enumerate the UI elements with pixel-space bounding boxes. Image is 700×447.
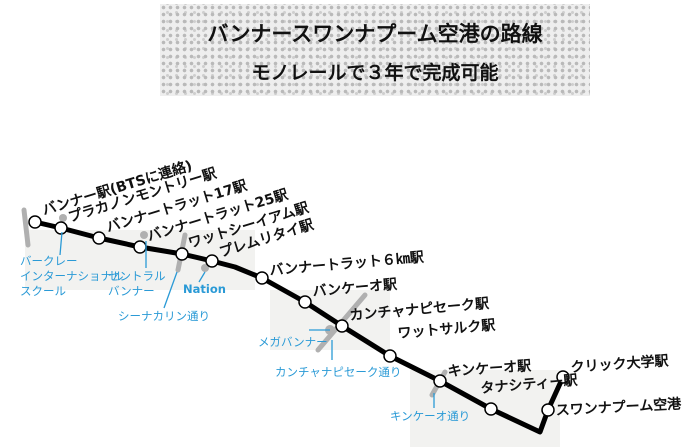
station-dot xyxy=(133,240,147,254)
landmark-berkeley: インターナショナル xyxy=(20,269,124,283)
station-label: スワンナプーム空港 xyxy=(555,395,682,419)
station-dot xyxy=(255,271,269,285)
station-dot xyxy=(54,221,68,235)
station-dot xyxy=(92,231,106,245)
monorail-line xyxy=(34,219,566,435)
station-label: クリック大学駅 xyxy=(570,352,670,376)
landmark-kingkaew-road: キンケーオ通り xyxy=(390,409,470,423)
station-label: バンナートラット６㎞駅 xyxy=(269,249,426,279)
station-dot xyxy=(556,370,570,384)
title-banner: バンナースワンナプーム空港の路線 モノレールで３年で完成可能 xyxy=(160,4,590,96)
station-label: キンケーオ駅 xyxy=(447,358,532,380)
landmark-central: セントラル xyxy=(108,269,166,283)
landmark-central: バンナー xyxy=(108,284,155,298)
landmark-leaders xyxy=(59,231,435,408)
landmark-mega-bangna: メガバンナー xyxy=(258,335,328,349)
landmark-kanchana-road: カンチャナピセーク通り xyxy=(275,365,401,379)
map-title: バンナースワンナプーム空港の路線 xyxy=(207,22,543,46)
station-dot xyxy=(484,402,498,416)
map-subtitle: モノレールで３年で完成可能 xyxy=(251,62,499,84)
station-label: ワットサルク駅 xyxy=(397,317,497,342)
station-dot xyxy=(335,319,349,333)
station-dot xyxy=(433,374,447,388)
station-dot xyxy=(28,215,42,229)
landmark-srinakarin-road: シーナカリン通り xyxy=(118,309,210,323)
landmark-berkeley: スクール xyxy=(20,284,66,298)
station-markers xyxy=(28,215,570,417)
landmark-labels: バークレー インターナショナル スクール セントラル バンナー Nation シ… xyxy=(20,254,470,423)
station-dot xyxy=(298,295,312,309)
station-dot xyxy=(541,403,555,417)
station-dot xyxy=(383,349,397,363)
station-dot xyxy=(175,247,189,261)
station-label: バンケーオ駅 xyxy=(312,277,399,300)
landmark-nation: Nation xyxy=(183,282,226,296)
landmark-berkeley: バークレー xyxy=(20,254,78,268)
station-dot xyxy=(205,254,219,268)
